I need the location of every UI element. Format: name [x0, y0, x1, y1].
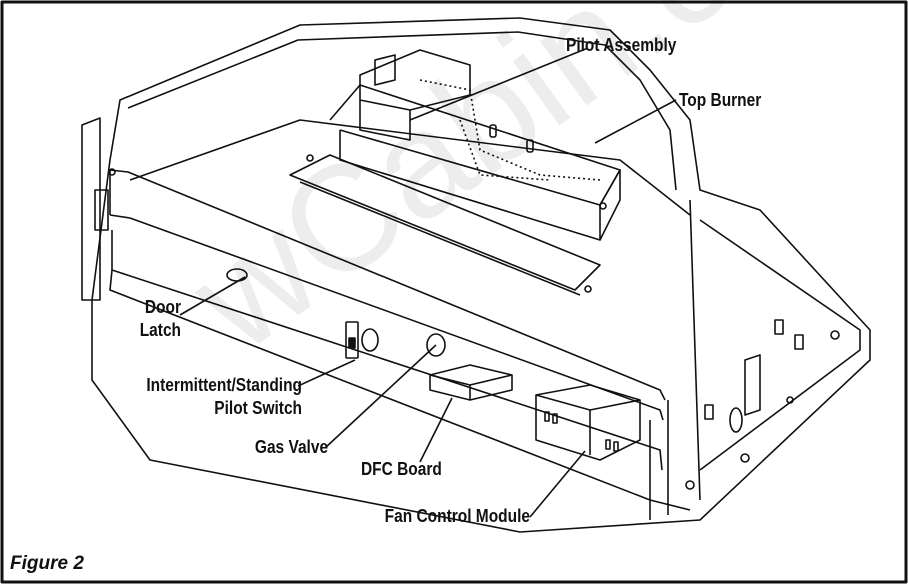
label-fan-control-module: Fan Control Module [384, 506, 530, 526]
dfc-board-shape [429, 364, 513, 401]
figure-caption: Figure 2 [10, 553, 84, 574]
front-rail-bottom [109, 214, 664, 421]
leader-top-burner [594, 99, 677, 144]
leader-fan-control [529, 450, 586, 518]
left-bracket-slot [94, 189, 109, 231]
label-pilot-switch-line1: Intermittent/Standing [146, 375, 302, 395]
leader-door-latch [179, 276, 246, 316]
floor-back-edge [129, 119, 691, 216]
left-bracket [81, 117, 101, 301]
lower-compartment-floor [109, 269, 691, 511]
label-pilot-switch-line2: Pilot Switch [214, 398, 302, 418]
leader-pilot-switch [297, 359, 356, 387]
label-top-burner: Top Burner [679, 90, 762, 110]
leader-gas-valve [324, 344, 437, 449]
leader-pilot-assembly [409, 47, 589, 121]
burner-tray [289, 154, 601, 291]
label-dfc-board: DFC Board [361, 459, 442, 479]
leader-dfc-board [419, 397, 453, 463]
back-wall-edge [127, 31, 677, 191]
label-door-latch-line2: Latch [139, 320, 181, 340]
right-panel-hole [729, 407, 743, 433]
label-gas-valve: Gas Valve [254, 437, 328, 457]
switch-knob [361, 328, 379, 352]
gas-valve-shape [426, 333, 446, 357]
right-side-panel [699, 219, 861, 471]
front-rail-top [109, 169, 666, 401]
label-pilot-assembly: Pilot Assembly [566, 35, 677, 55]
firebox-outline [91, 17, 871, 533]
label-door-latch-line1: Door [144, 297, 181, 317]
right-panel-slot [744, 354, 761, 416]
door-latch-shape [226, 268, 248, 282]
switch-body [345, 321, 359, 359]
fan-module-shape [535, 384, 641, 461]
lower-compartment-top [111, 230, 663, 471]
